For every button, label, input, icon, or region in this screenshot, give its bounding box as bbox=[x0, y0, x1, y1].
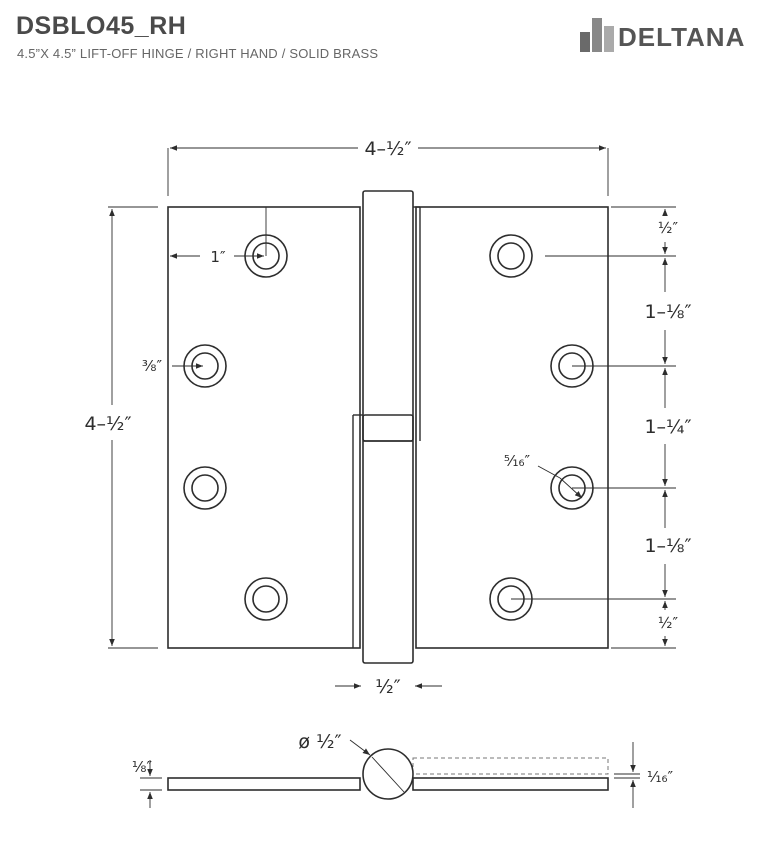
side-view bbox=[140, 739, 640, 808]
spacing-1-label: 1–⅛″ bbox=[644, 301, 691, 323]
leaf-gap-label: ¹⁄₁₆″ bbox=[647, 768, 674, 786]
brand-logo: DELTANA bbox=[580, 18, 765, 56]
brand-name: DELTANA bbox=[618, 22, 746, 52]
knuckle-width-label: ½″ bbox=[375, 676, 401, 698]
product-model: DSBLO45_RH bbox=[16, 12, 187, 40]
spacing-top-label: ½″ bbox=[658, 219, 679, 237]
pin-diameter-label: ø ½″ bbox=[298, 731, 341, 753]
hole-side-offset-label: ⅜″ bbox=[142, 357, 163, 375]
product-description: 4.5”X 4.5” LIFT-OFF HINGE / RIGHT HAND /… bbox=[17, 46, 379, 61]
overall-width-label: 4–½″ bbox=[364, 138, 411, 160]
left-holes bbox=[183, 234, 288, 621]
spacing-2-label: 1–¼″ bbox=[644, 416, 691, 438]
right-holes bbox=[489, 234, 594, 621]
knuckle-lower bbox=[362, 414, 414, 664]
right-leaf bbox=[415, 206, 609, 649]
spacing-bottom-label: ½″ bbox=[658, 614, 679, 632]
left-leaf bbox=[167, 206, 361, 649]
spacing-3-label: 1–⅛″ bbox=[644, 535, 691, 557]
overall-height-label: 4–½″ bbox=[84, 413, 131, 435]
deltana-logo-icon bbox=[580, 18, 614, 52]
hole-diameter-label: ⁵⁄₁₆″ bbox=[504, 452, 531, 470]
leaf-thickness-label: ⅛″ bbox=[132, 758, 153, 776]
hole-edge-offset-label: 1″ bbox=[210, 248, 226, 266]
knuckle-upper bbox=[362, 190, 414, 442]
